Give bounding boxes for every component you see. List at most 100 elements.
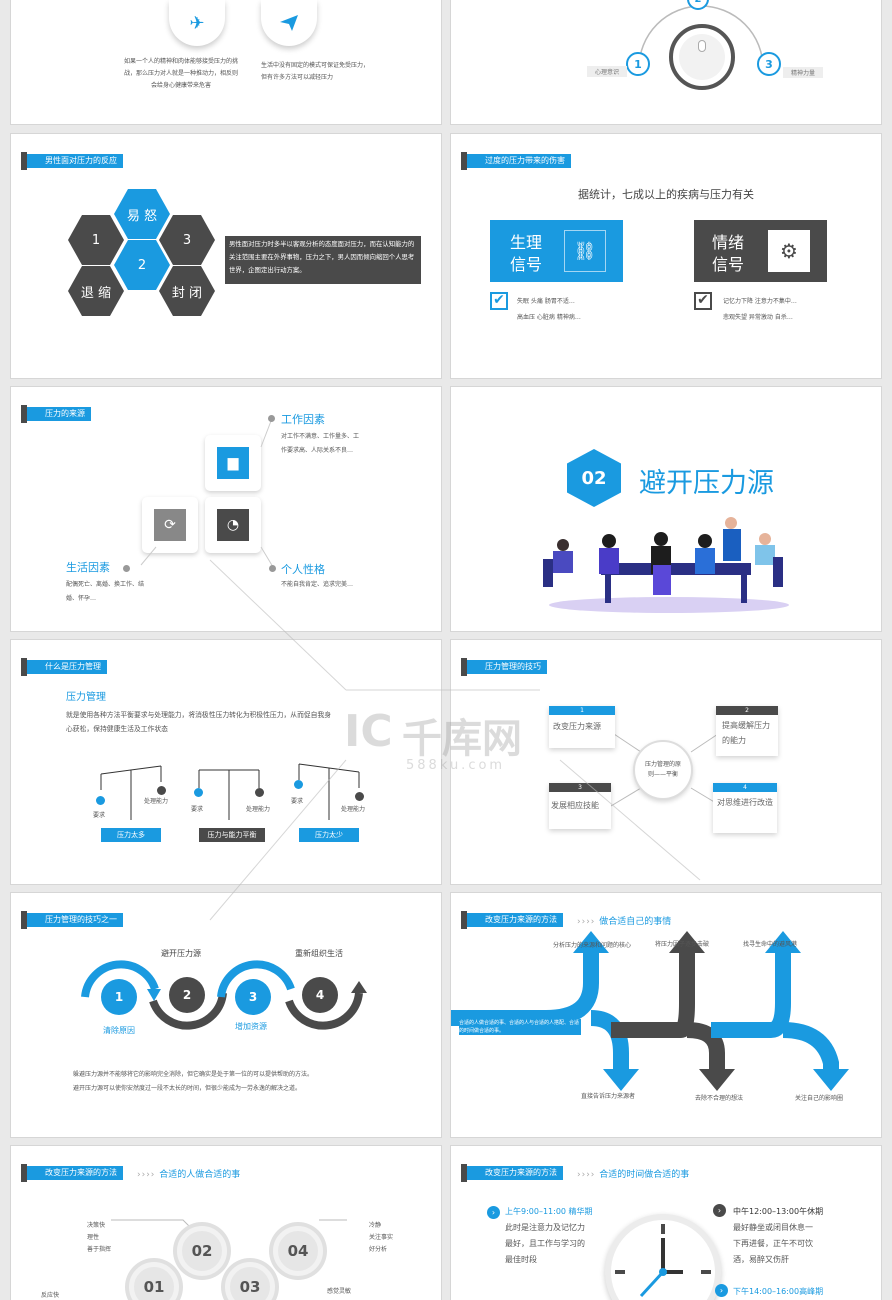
technique-body-2: 避开压力源可以使你安然度过一段不太长的时间，但很少能成为一劳永逸的解决之道。 xyxy=(73,1085,302,1092)
slide-stress-techniques: 压力管理的技巧 压力管理的原 则——平衡 1 改变压力来源 2 提高缓解压力的能… xyxy=(451,640,881,884)
noon-text-2: 下再进餐，正午不可饮 xyxy=(733,1239,813,1248)
trait-tr-3: 好分析 xyxy=(369,1246,388,1253)
scale-dot xyxy=(294,780,303,789)
card-emotional: 情绪 信号 ⚙ xyxy=(694,220,827,282)
checkbox-icon: ✔ xyxy=(490,292,508,310)
work-text-2: 作要求高、人际关系不良… xyxy=(281,447,354,454)
dial-knob xyxy=(669,24,735,90)
step-3: 3 xyxy=(235,979,271,1015)
scale-mid-a: 要求 xyxy=(191,806,204,813)
gears-icon: ⚙ xyxy=(768,230,810,272)
life-text-1: 配偶死亡、离婚、换工作、结 xyxy=(66,581,145,588)
trait-tl-1: 决策快 xyxy=(87,1222,106,1229)
hex-2: 2 xyxy=(114,240,170,290)
scale-right-b: 处理能力 xyxy=(341,806,366,813)
scale-drawings xyxy=(100,763,360,820)
flow-top-2: 将压力因子逐步击破 xyxy=(655,941,710,948)
work-title: 工作因素 xyxy=(281,413,325,426)
slide-right-time: 改变压力来源的方法 ›››› 合适的时间做合适的事 › 上午9:00–11:00… xyxy=(451,1146,881,1300)
scale-mid-label: 压力与能力平衡 xyxy=(199,828,265,842)
intro-text-right: 生活中没有固定的模式可保证免受压力，但有许多方法可以减轻压力 xyxy=(261,62,370,81)
morning-text-3: 最佳时段 xyxy=(505,1255,537,1264)
hex-3: 3 xyxy=(159,215,215,265)
male-reaction-text: 男性面对压力时多半以客观分析的态度面对压力，而在认知能力的关注范围主要在外界事物… xyxy=(225,236,421,284)
slide-tag: 男性面对压力的反应 xyxy=(21,152,123,170)
bullet-dot xyxy=(123,565,130,572)
dial-number-right: 3 xyxy=(757,52,781,76)
gear-04: 04 xyxy=(273,1226,323,1276)
trait-tl-3: 善于指挥 xyxy=(87,1246,112,1253)
slide-subtitle: ›››› 做合适自己的事情 xyxy=(577,917,672,927)
pie-icon: ◔ xyxy=(217,509,249,541)
trait-br: 感觉灵敏 xyxy=(327,1288,352,1295)
morning-text-1: 此时是注意力及记忆力 xyxy=(505,1223,585,1232)
hex-1: 1 xyxy=(68,215,124,265)
harm-headline: 据统计，七成以上的疾病与压力有关 xyxy=(578,188,754,201)
emotion-list-2: 悲观失望 异常激动 自杀… xyxy=(723,314,793,321)
arrow-bullet-icon: › xyxy=(715,1284,728,1297)
slide-sources: 压力的来源 ▆ ⟳ ◔ 工作因素 对工作不满意、工作量多、工 作要求高、人际关系… xyxy=(11,387,441,631)
intro-text-left: 如果一个人的精神和肉体能够接受压力的挑战，那么压力对人就是一种推动力，相反则会给… xyxy=(123,58,238,89)
stress-mgmt-body-2: 心获松，保持健康生活及工作状态 xyxy=(66,725,168,733)
slide-tag: 什么是压力管理 xyxy=(21,658,107,676)
flow-top-1: 分析压力的来源和问题的核心 xyxy=(553,942,632,949)
person-icon-box: ◔ xyxy=(205,497,261,553)
icon-circle-left: ✈ xyxy=(169,0,225,46)
trait-bl: 反应快 xyxy=(41,1292,60,1299)
slide-section-02: 02 避开压力源 xyxy=(451,387,881,631)
flow-top-3: 找寻生命中的避风港 xyxy=(743,941,798,948)
stress-mgmt-body-1: 就是使用各种方法平衡要求与处理能力，将消极性压力转化为积极性压力，从而促自我身 xyxy=(66,711,332,719)
checkbox-icon: ✔ xyxy=(694,292,712,310)
noon-title: 中午12:00–13:00午休期 xyxy=(733,1207,824,1216)
icon-circle-right xyxy=(261,0,317,46)
life-text-2: 婚、怀孕… xyxy=(66,595,97,602)
trait-tl-2: 理性 xyxy=(87,1234,100,1241)
scale-dot xyxy=(255,788,264,797)
slide-subtitle: ›››› 合适的时间做合适的事 xyxy=(577,1170,690,1180)
bar-chart-icon: ▆ xyxy=(217,447,249,479)
step-2: 2 xyxy=(169,977,205,1013)
emotion-list-1: 记忆力下降 注意力不集中… xyxy=(723,298,797,305)
arrow-bullet-icon: › xyxy=(713,1204,726,1217)
afternoon-title: 下午14:00–16:00高峰期 xyxy=(733,1287,824,1296)
hex-irritable: 易 怒 xyxy=(114,189,170,239)
scale-mid-b: 处理能力 xyxy=(246,806,271,813)
slide-male-reaction: 男性面对压力的反应 易 怒 1 3 2 退 缩 封 闭 男性面对压力时多半以客观… xyxy=(11,134,441,378)
technique-card-3: 3 发展相应技能 xyxy=(549,783,611,829)
slide-stress-intro: ✈ 如果一个人的精神和肉体能够接受压力的挑战，那么压力对人就是一种推动力，相反则… xyxy=(11,0,441,124)
slide-change-source: 改变压力来源的方法 ›››› 做合适自己的事情 合适的人做合适的事、合适的人与合… xyxy=(451,893,881,1137)
section-number: 02 xyxy=(567,449,621,507)
physio-list-1: 失眠 头痛 肠胃不适… xyxy=(517,298,575,305)
slide-subtitle: ›››› 合适的人做合适的事 xyxy=(137,1170,241,1180)
slide-what-is-stress-mgmt: 什么是压力管理 压力管理 就是使用各种方法平衡要求与处理能力，将消极性压力转化为… xyxy=(11,640,441,884)
top-label-avoid: 避开压力源 xyxy=(161,949,201,958)
slide-tag: 改变压力来源的方法 xyxy=(21,1164,123,1182)
section-title: 避开压力源 xyxy=(639,468,774,499)
card-physiological: 生理 信号 ⛓ xyxy=(490,220,623,282)
slide-stress-dial: 2 1 3 心理意识 精神力量 xyxy=(451,0,881,124)
gear-03: 03 xyxy=(225,1262,275,1300)
balance-center: 压力管理的原 则——平衡 xyxy=(633,740,693,800)
step-4: 4 xyxy=(302,977,338,1013)
bottom-label-clear: 清除原因 xyxy=(103,1026,135,1035)
scale-dot xyxy=(96,796,105,805)
meeting-illustration xyxy=(543,517,789,613)
scale-left-label: 压力太多 xyxy=(101,828,161,842)
flow-bottom-1: 直接告诉压力来源者 xyxy=(581,1093,636,1100)
top-label-reorganize: 重新组织生活 xyxy=(295,949,343,958)
dial-label-left: 心理意识 xyxy=(587,66,628,77)
slide-tag: 压力的来源 xyxy=(21,405,91,423)
work-text-1: 对工作不满意、工作量多、工 xyxy=(281,433,360,440)
slide-tag: 压力管理的技巧之一 xyxy=(21,911,123,929)
clock-face xyxy=(605,1214,721,1300)
stress-mgmt-heading: 压力管理 xyxy=(66,692,106,703)
flow-bottom-2: 去除不合理的想法 xyxy=(695,1095,744,1102)
dial-label-right: 精神力量 xyxy=(783,67,824,78)
scale-right-a: 要求 xyxy=(291,798,304,805)
scale-right-label: 压力太少 xyxy=(299,828,359,842)
gear-02: 02 xyxy=(177,1226,227,1276)
person-title: 个人性格 xyxy=(281,563,325,576)
bottom-label-resources: 增加资源 xyxy=(235,1022,267,1031)
step-1: 1 xyxy=(101,979,137,1015)
slide-right-people: 改变压力来源的方法 ›››› 合适的人做合适的事 决策快 理性 善于指挥 冷静 … xyxy=(11,1146,441,1300)
